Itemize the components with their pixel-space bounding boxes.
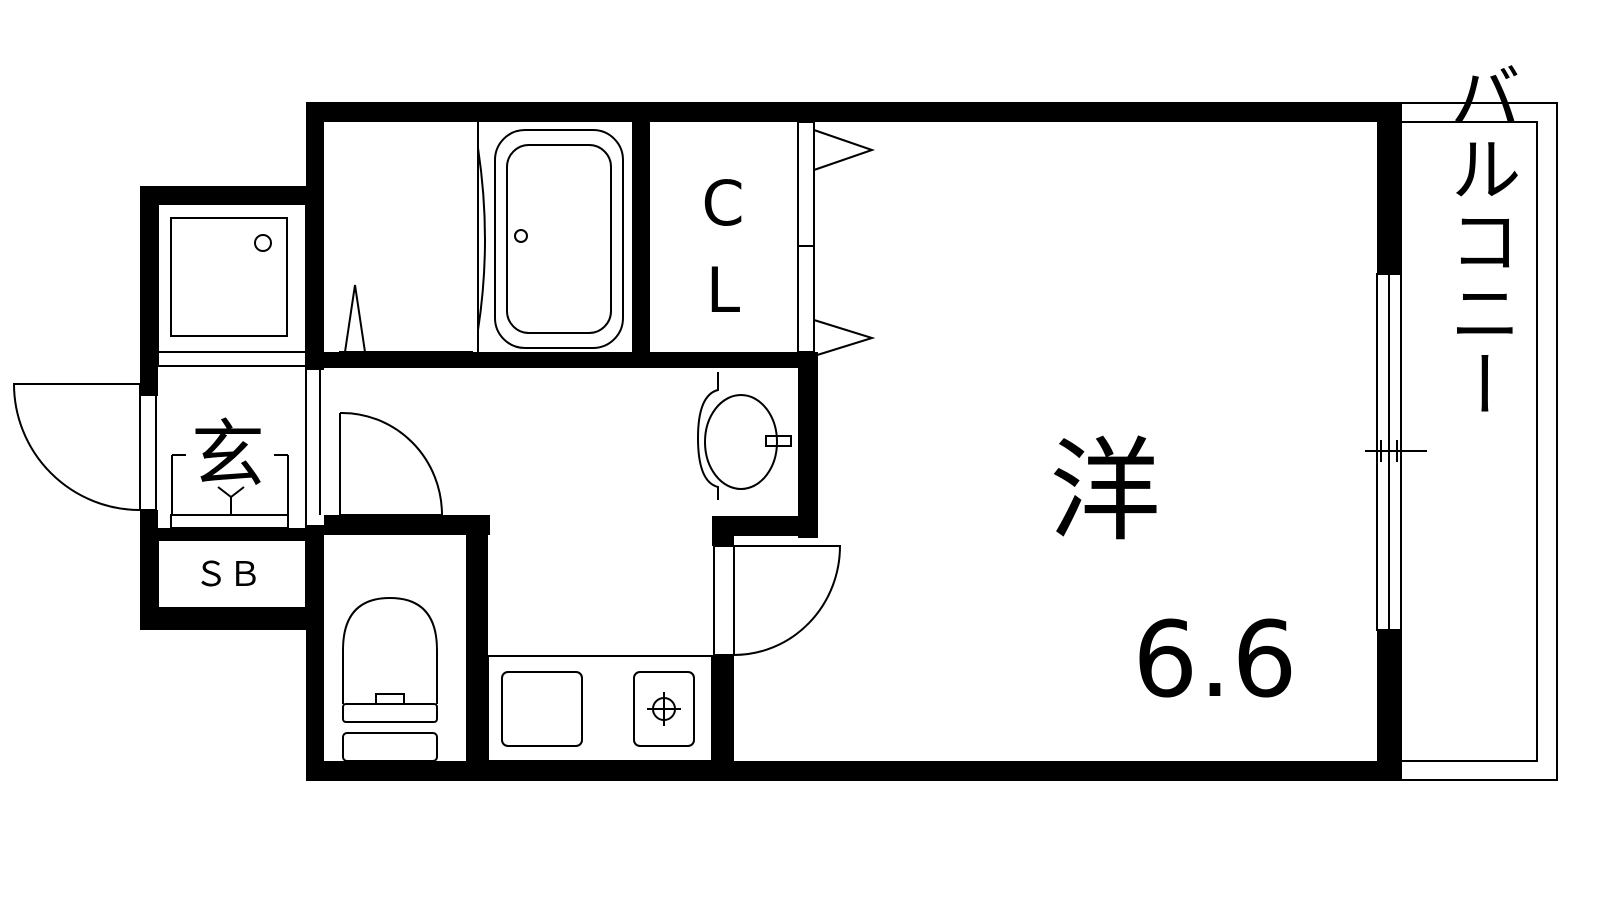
vanity — [696, 372, 792, 500]
bathtub-drain-icon — [514, 229, 528, 243]
closet-label-l: L — [706, 254, 741, 327]
closet: C L — [701, 121, 876, 357]
wall-right-lower — [1377, 630, 1401, 781]
bath-door — [339, 351, 473, 367]
closet-label-c: C — [701, 167, 744, 240]
toilet-seat — [342, 703, 438, 723]
faucet-icon — [765, 435, 792, 447]
balcony: バルコニー — [1400, 60, 1558, 781]
laundry-sill — [157, 351, 307, 367]
stove-frame — [633, 671, 695, 747]
kitchen — [487, 655, 713, 762]
bath-folding-door-icon — [344, 284, 366, 353]
wall-top — [306, 102, 1401, 122]
wall-left-upper — [306, 102, 324, 370]
balcony-label: バルコニー — [1437, 60, 1521, 420]
room-door-swing-icon — [733, 545, 842, 656]
balcony-window — [1365, 273, 1427, 631]
closet-door-lower-icon — [813, 319, 876, 357]
laundry-area — [157, 203, 307, 367]
toilet-tank — [342, 732, 438, 762]
kitchen-sink-icon — [501, 671, 583, 747]
wall-bottom — [306, 761, 1401, 781]
entrance: 玄 — [12, 366, 321, 529]
wall-bath-bottom — [324, 352, 818, 368]
front-door-swing-icon — [12, 383, 141, 511]
closet-door-upper-icon — [813, 129, 876, 171]
wall-sb-top — [158, 528, 306, 540]
wall-toilet-top — [324, 515, 490, 535]
western-room-label: 洋 — [1049, 427, 1161, 557]
wall-vanity-bottom — [712, 516, 818, 536]
shoe-box-label: ＳＢ — [194, 555, 262, 595]
western-room-size: 6.6 — [1132, 599, 1297, 721]
room-door-jamb — [713, 545, 735, 656]
balcony-inner — [1400, 121, 1538, 762]
front-door — [139, 383, 157, 511]
walls — [140, 102, 1401, 781]
toilet-door — [339, 411, 443, 530]
entrance-step — [170, 514, 289, 529]
wall-entrance-top — [140, 186, 324, 204]
entrance-label: 玄 — [191, 412, 265, 498]
wall-entrance-left-upper — [140, 186, 158, 396]
shoe-box: ＳＢ — [157, 539, 307, 609]
toilet — [342, 596, 438, 762]
bathtub-outer — [494, 129, 624, 349]
wall-toilet-right — [466, 515, 488, 781]
room-door — [713, 545, 842, 656]
wall-left-lower — [306, 525, 324, 781]
wall-entrance-left-lower — [140, 510, 158, 630]
bathroom — [339, 122, 624, 367]
toilet-bowl-icon — [342, 596, 438, 704]
toilet-door-sill — [339, 514, 443, 530]
washer-drain-icon — [254, 234, 272, 252]
western-room: 洋 6.6 — [1049, 427, 1298, 721]
bathtub-inner — [506, 144, 612, 334]
washbasin-icon — [704, 394, 778, 490]
wall-vanity-right — [798, 352, 818, 538]
shoe-box-frame — [157, 539, 307, 609]
toilet-door-swing-icon — [339, 411, 443, 516]
wall-kitchen-right — [712, 655, 734, 781]
wall-bath-closet — [632, 122, 650, 352]
washer-pan — [170, 217, 288, 337]
closet-door-frame — [797, 121, 815, 353]
kitchen-counter — [487, 655, 713, 762]
wall-entrance-bottom — [140, 608, 324, 630]
washer-space — [157, 203, 307, 353]
wall-vanity-stub — [712, 516, 734, 546]
wall-right-upper — [1377, 102, 1401, 274]
